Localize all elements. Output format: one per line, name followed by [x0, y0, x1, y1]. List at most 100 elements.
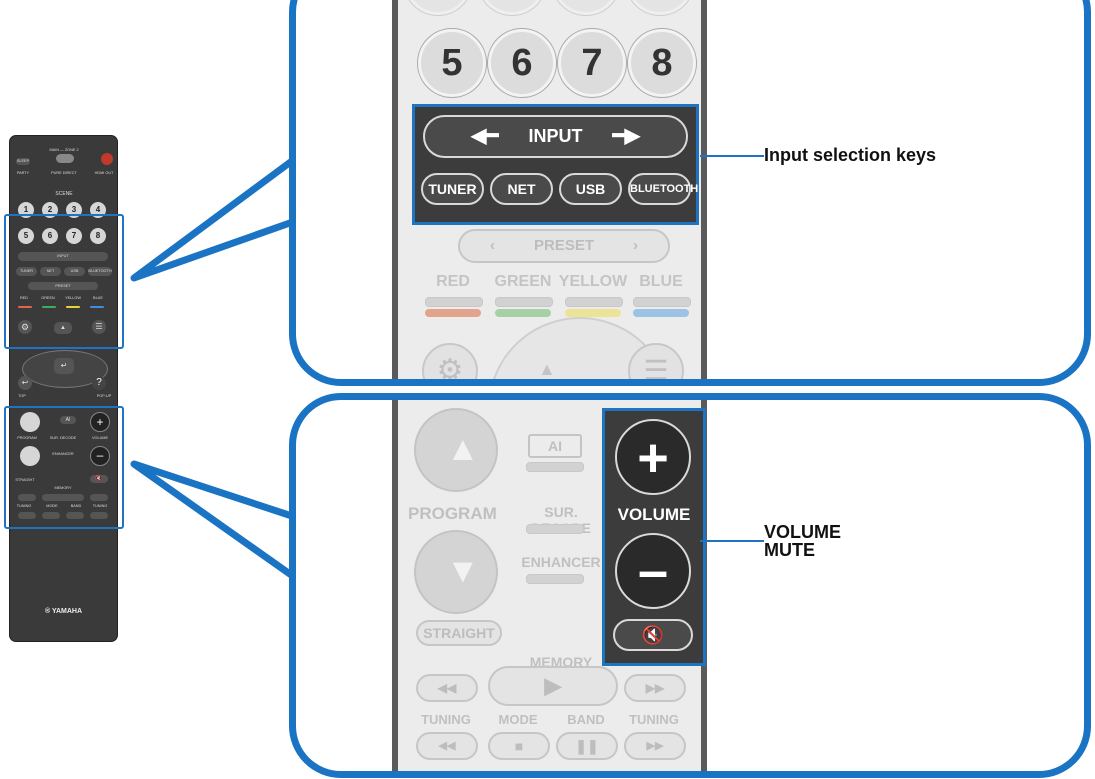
mini-green-key[interactable]	[42, 306, 56, 308]
mini-blue-label: BLUE	[93, 296, 103, 300]
mini-input-button[interactable]: INPUT	[18, 252, 108, 261]
upper-connector	[130, 148, 308, 282]
number-3-partial[interactable]	[552, 0, 620, 15]
mini-red-key[interactable]	[18, 306, 32, 308]
green-key-top[interactable]	[495, 297, 553, 307]
preset-button[interactable]: ‹ PRESET ›	[458, 229, 670, 263]
lower-connector	[130, 460, 308, 588]
blue-key-top[interactable]	[633, 297, 691, 307]
input-selection-panel: ◀━ INPUT ━▶ TUNER NET USB BLUETOOTH	[412, 104, 699, 225]
number-8-button[interactable]: 8	[628, 29, 696, 97]
mini-yellow-key[interactable]	[66, 306, 80, 308]
mini-blue-key[interactable]	[90, 306, 104, 308]
tuner-button[interactable]: TUNER	[421, 173, 484, 205]
memory-play-button[interactable]: ▶	[488, 666, 618, 706]
ai-button[interactable]: AI	[528, 434, 582, 458]
chevron-right-icon: ›	[633, 237, 638, 254]
tuning-up-button[interactable]: ▶▶	[624, 732, 686, 760]
band-button[interactable]: ❚❚	[556, 732, 618, 760]
program-down-button[interactable]: ▼	[414, 530, 498, 614]
volume-up-button[interactable]: +	[615, 419, 691, 495]
mini-memory-button[interactable]	[42, 494, 84, 501]
mini-gear-icon[interactable]: ⚙	[18, 320, 32, 334]
tuning-down-button[interactable]: ◀◀	[416, 732, 478, 760]
volume-callout: VOLUME	[764, 522, 842, 542]
program-up-button[interactable]: ▲	[414, 408, 498, 492]
chevron-left-icon: ‹	[490, 237, 495, 254]
mini-memory-label: MEMORY	[54, 486, 72, 490]
mini-tuner-button[interactable]: TUNER	[16, 267, 37, 276]
mini-volume-up-button[interactable]: +	[90, 412, 110, 432]
remote-face-upper: 5 6 7 8 ◀━ INPUT ━▶ TUNER NET USB BLUETO…	[398, 0, 701, 379]
power-icon[interactable]	[101, 153, 113, 165]
mini-mute-icon[interactable]: 🔇	[90, 475, 108, 483]
number-6-button[interactable]: 6	[488, 29, 556, 97]
mini-tuning-up-button[interactable]	[90, 512, 108, 519]
mini-usb-button[interactable]: USB	[64, 267, 85, 276]
blue-key[interactable]	[633, 309, 689, 317]
mini-menu-icon[interactable]: ☰	[92, 320, 106, 334]
mini-help-icon[interactable]: ?	[92, 376, 106, 390]
number-4-partial[interactable]	[626, 0, 694, 15]
mini-sur-decode-label: SUR. DECODE	[49, 436, 77, 440]
mini-program-down-button[interactable]	[20, 446, 40, 466]
mini-hdmi-out-label: HDMI OUT	[94, 171, 114, 175]
mini-mode-button[interactable]	[42, 512, 60, 519]
blue-label: BLUE	[639, 273, 683, 290]
gear-icon[interactable]: ⚙	[422, 343, 478, 379]
mini-tuning-down-button[interactable]	[18, 512, 36, 519]
next-button[interactable]: ▶▶	[624, 674, 686, 702]
net-button[interactable]: NET	[490, 173, 553, 205]
mini-ai-button[interactable]: AI	[60, 416, 76, 424]
previous-button[interactable]: ◀◀	[416, 674, 478, 702]
mute-icon: 🔇	[641, 625, 665, 645]
green-key[interactable]	[495, 309, 551, 317]
mini-next-button[interactable]	[90, 494, 108, 501]
program-down-arrow-icon: ▼	[446, 552, 480, 590]
mini-pure-direct-label: PURE DIRECT	[51, 171, 77, 175]
red-key-top[interactable]	[425, 297, 483, 307]
enhancer-key[interactable]	[526, 574, 584, 584]
mini-net-button[interactable]: NET	[40, 267, 61, 276]
mini-volume-down-button[interactable]: –	[90, 446, 110, 466]
number-7-button[interactable]: 7	[558, 29, 626, 97]
mini-band-button[interactable]	[66, 512, 84, 519]
mute-callout: MUTE	[764, 540, 815, 560]
mini-number-8[interactable]: 8	[90, 228, 106, 244]
mini-enter-icon[interactable]: ↵	[54, 358, 74, 374]
mute-button[interactable]: 🔇	[613, 619, 693, 651]
menu-icon[interactable]: ☰	[628, 343, 684, 379]
mini-number-5[interactable]: 5	[18, 228, 34, 244]
mini-volume-highlight	[4, 406, 124, 529]
preset-label: PRESET	[533, 237, 594, 254]
mini-preset-button[interactable]: PRESET	[28, 282, 98, 290]
mini-top-label: TOP	[18, 394, 26, 398]
bluetooth-button[interactable]: BLUETOOTH	[628, 173, 698, 205]
volume-down-button[interactable]: –	[615, 533, 691, 609]
usb-button[interactable]: USB	[559, 173, 622, 205]
mode-button[interactable]: ■	[488, 732, 550, 760]
mini-sleep-button[interactable]: SLEEP	[16, 158, 30, 165]
red-key[interactable]	[425, 309, 481, 317]
mini-zone-switch[interactable]	[56, 154, 74, 163]
mini-program-label: PROGRAM	[17, 436, 37, 440]
mini-bluetooth-button[interactable]: BLUETOOTH	[88, 267, 112, 276]
mini-up-arrow-icon[interactable]: ▲	[54, 322, 72, 334]
mini-number-6[interactable]: 6	[42, 228, 58, 244]
number-1-partial[interactable]	[404, 0, 472, 15]
straight-button[interactable]: STRAIGHT	[416, 620, 502, 646]
mini-prev-button[interactable]	[18, 494, 36, 501]
number-5-button[interactable]: 5	[418, 29, 486, 97]
mini-program-up-button[interactable]	[20, 412, 40, 432]
mini-number-7[interactable]: 7	[66, 228, 82, 244]
ai-key[interactable]	[526, 462, 584, 472]
mini-remote: SLEEP MAIN — ZONE 2 PARTY PURE DIRECT HD…	[4, 135, 124, 642]
green-label: GREEN	[494, 273, 552, 290]
mini-return-icon[interactable]: ↩	[18, 376, 32, 390]
up-arrow-icon[interactable]: ▲	[538, 359, 556, 379]
sur-decode-key[interactable]	[526, 524, 584, 534]
yellow-key[interactable]	[565, 309, 621, 317]
input-button[interactable]: ◀━ INPUT ━▶	[423, 115, 688, 158]
number-2-partial[interactable]	[478, 0, 546, 15]
yellow-key-top[interactable]	[565, 297, 623, 307]
